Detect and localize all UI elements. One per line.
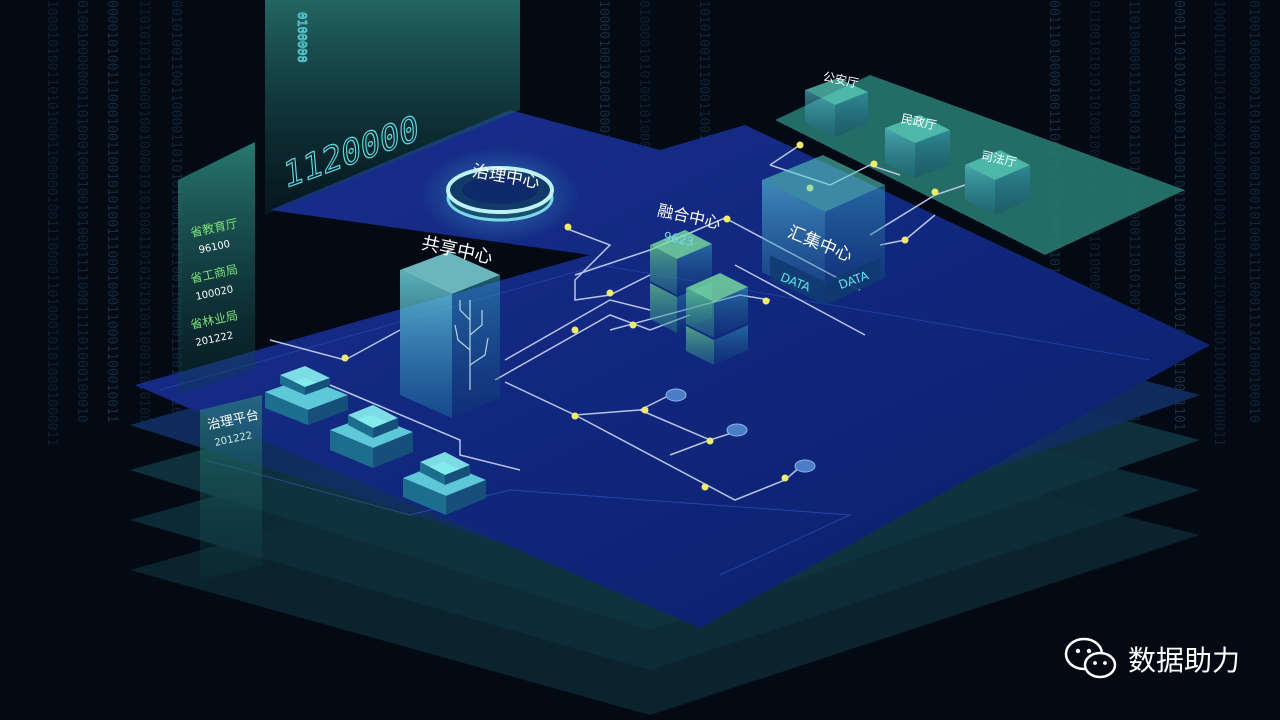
circuit-node xyxy=(629,321,637,329)
governance-platform-panel xyxy=(200,395,262,580)
binary-stream: 1101010111000010010000101010001101010101… xyxy=(136,0,151,430)
binary-panel-vertical-code: 0100000 xyxy=(295,12,309,63)
circuit-node xyxy=(606,289,614,297)
circuit-node xyxy=(931,188,939,196)
end-pad xyxy=(794,459,816,473)
circuit-node xyxy=(701,483,709,491)
fusion-center-cubes xyxy=(650,230,748,365)
governance-center-ring xyxy=(420,147,580,243)
binary-stream: 0100100000001101000100010010100011110001… xyxy=(74,0,89,423)
collection-center-cube xyxy=(762,155,885,305)
binary-display-panel xyxy=(265,0,520,215)
left-department-panel xyxy=(178,142,255,395)
binary-stream: 1000101001101010001100000100111000011010… xyxy=(44,0,59,446)
main-circuit-board xyxy=(135,110,1210,628)
circuit-node xyxy=(762,297,770,305)
binary-stream: 0100100000001101000100010010100011110001… xyxy=(1246,0,1261,423)
circuit-node xyxy=(781,474,789,482)
department-label-public-security: 公安厅 xyxy=(822,69,860,91)
watermark-text: 数据助力 xyxy=(1127,644,1240,677)
department-cubes xyxy=(805,78,1030,215)
end-pad xyxy=(726,423,748,437)
circuit-node xyxy=(641,406,649,414)
circuit-node xyxy=(870,160,878,168)
circuit-node xyxy=(901,236,909,244)
binary-stream: 0000101001110001001100101010011100010001… xyxy=(104,0,119,423)
binary-stream: 1000101001101010001100000100111000011010… xyxy=(1211,0,1226,446)
end-pad xyxy=(665,388,687,402)
circuit-node xyxy=(723,215,731,223)
watermark: 数据助力 xyxy=(1064,636,1240,682)
circuit-node xyxy=(706,437,714,445)
circuit-node xyxy=(796,141,804,149)
sharing-center-tower xyxy=(400,252,500,418)
fusion-center-code: 9623 xyxy=(662,229,695,249)
binary-stream: 0001110101010011011100100101001000110101… xyxy=(1171,0,1186,430)
circuit-node xyxy=(571,326,579,334)
circuit-node xyxy=(571,412,579,420)
circuit-node xyxy=(341,354,349,362)
end-pads xyxy=(665,388,816,473)
circuit-node xyxy=(564,223,572,231)
stepped-platforms xyxy=(265,366,486,515)
wechat-icon xyxy=(1064,637,1117,679)
